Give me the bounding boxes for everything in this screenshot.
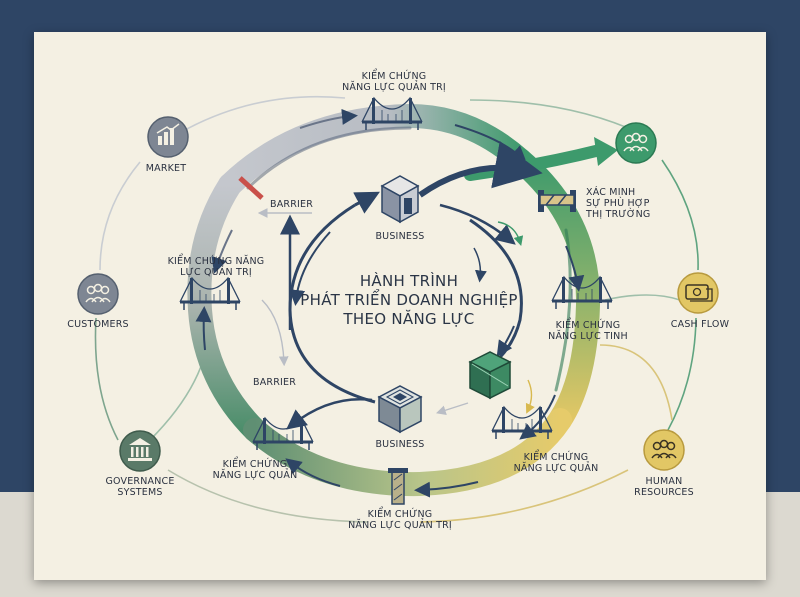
label-customers: CUSTOMERS	[67, 319, 129, 330]
human-resources-node	[643, 429, 685, 471]
label-market: MARKET	[145, 163, 187, 174]
label-bottom-gate: KIỂM CHỨNG NĂNG LỰC QUẢN TRỊ	[348, 509, 452, 531]
label-barrier-bottom: BARRIER	[253, 377, 297, 388]
bottom-gate-icon	[388, 468, 408, 505]
helper-arrows	[257, 208, 535, 415]
title-line-3: THEO NĂNG LỰC	[343, 310, 475, 328]
market-fit-gate-icon	[538, 190, 576, 212]
cash-flow-node	[677, 272, 719, 314]
label-cash-flow: CASH FLOW	[670, 319, 730, 330]
label-top-bridge: KIỂM CHỨNG NĂNG LỰC QUẢN TRỊ	[342, 71, 446, 93]
label-bottom-left-bridge: KIỂM CHỨNG NĂNG LỰC QUẢN	[212, 459, 298, 481]
business-box-icon-bottom	[377, 385, 423, 434]
label-governance: GOVERNANCE SYSTEMS	[105, 476, 175, 498]
market-node	[147, 116, 189, 158]
label-human-resources: HUMAN RESOURCES	[634, 476, 694, 498]
title-line-2: PHÁT TRIỂN DOANH NGHIỆP	[300, 291, 518, 309]
label-business-bottom: BUSINESS	[375, 439, 425, 450]
outer-cycle	[94, 95, 699, 523]
label-business-top: BUSINESS	[375, 231, 425, 242]
customers-node	[77, 273, 119, 315]
governance-node	[119, 430, 161, 472]
title-line-1: HÀNH TRÌNH	[359, 272, 459, 290]
label-market-fit: XÁC MINH SỰ PHÙ HỢP THỊ TRƯỜNG	[586, 187, 651, 220]
label-left-bridge: KIỂM CHỨNG NĂNG LỰC QUẢN TRỊ	[167, 256, 265, 278]
label-barrier-top: BARRIER	[270, 199, 314, 210]
green-cube-icon	[468, 351, 512, 400]
diagram-title: HÀNH TRÌNH PHÁT TRIỂN DOANH NGHIỆP THEO …	[300, 272, 517, 329]
growth-node	[615, 122, 657, 164]
label-right-bridge: KIỂM CHỨNG NĂNG LỰC TINH	[548, 320, 628, 342]
barrier-marker-top	[238, 176, 264, 200]
label-lower-right-bridge: KIỂM CHỨNG NĂNG LỰC QUẢN	[513, 452, 599, 474]
ring-flow-arrows	[195, 108, 585, 498]
business-box-icon-top	[380, 175, 420, 224]
